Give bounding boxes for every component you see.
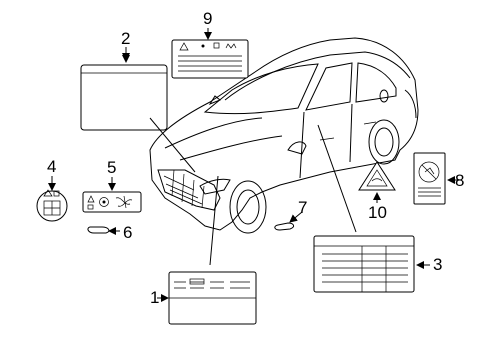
label-part-2: [80, 47, 168, 131]
label-part-3: [313, 235, 430, 293]
vehicle-illustration: [149, 37, 419, 234]
label-part-10: [358, 161, 396, 203]
callout-10: 10: [368, 203, 387, 222]
callout-6: 6: [123, 223, 132, 242]
leader-line-1: [209, 175, 219, 266]
callout-2: 2: [121, 29, 130, 48]
callout-numbers: 1 2 3 4 5 6 7 8 9 10: [47, 9, 464, 307]
label-part-8: [413, 152, 462, 205]
leader-lines: [149, 117, 357, 266]
callout-9: 9: [203, 9, 212, 28]
label-part-7: [274, 211, 303, 231]
leader-line-2: [149, 117, 196, 173]
label-part-5: [82, 177, 142, 213]
callout-7: 7: [298, 198, 307, 217]
callout-5: 5: [107, 158, 116, 177]
callout-4: 4: [47, 157, 56, 176]
callout-3: 3: [433, 255, 442, 274]
label-part-9: [171, 28, 249, 79]
label-part-4: [36, 176, 68, 222]
leader-line-3: [317, 124, 357, 233]
callout-1: 1: [150, 288, 159, 307]
label-part-1: [157, 271, 257, 325]
label-part-6: [87, 226, 120, 235]
callout-8: 8: [455, 171, 464, 190]
